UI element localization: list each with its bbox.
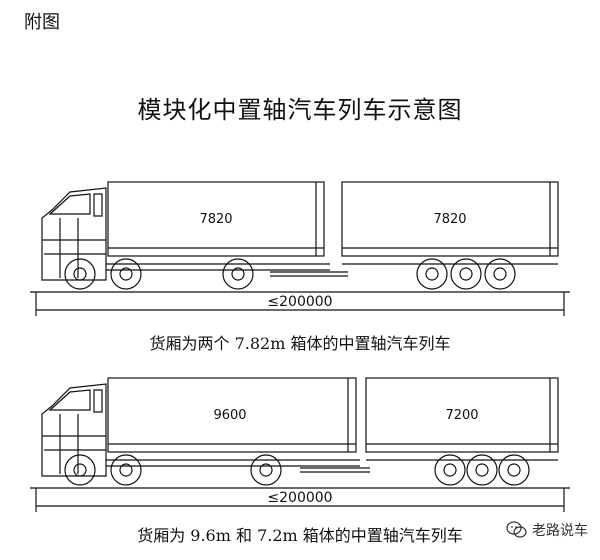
wechat-logo-icon	[506, 521, 527, 538]
total-length-label: ≤200000	[267, 294, 332, 310]
truck-box-length-label: 9600	[213, 408, 246, 423]
figure-label: 附图	[24, 12, 60, 33]
truck-box-length-label: 7820	[199, 212, 232, 227]
truck-diagram-1: 7820 7820 ≤200000	[30, 181, 570, 316]
caption-diagram-2: 货厢为 9.6m 和 7.2m 箱体的中置轴汽车列车	[137, 526, 463, 545]
diagram-title: 模块化中置轴汽车列车示意图	[137, 96, 463, 124]
watermark-text: 老路说车	[532, 523, 588, 539]
trailer-box-length-label: 7820	[433, 212, 466, 227]
trailer-box-length-label: 7200	[445, 408, 478, 423]
caption-diagram-1: 货厢为两个 7.82m 箱体的中置轴汽车列车	[149, 334, 451, 353]
total-length-label: ≤200000	[267, 490, 332, 506]
watermark: 老路说车	[506, 520, 588, 540]
truck-diagram-2: 9600 7200 ≤200000	[30, 377, 570, 512]
